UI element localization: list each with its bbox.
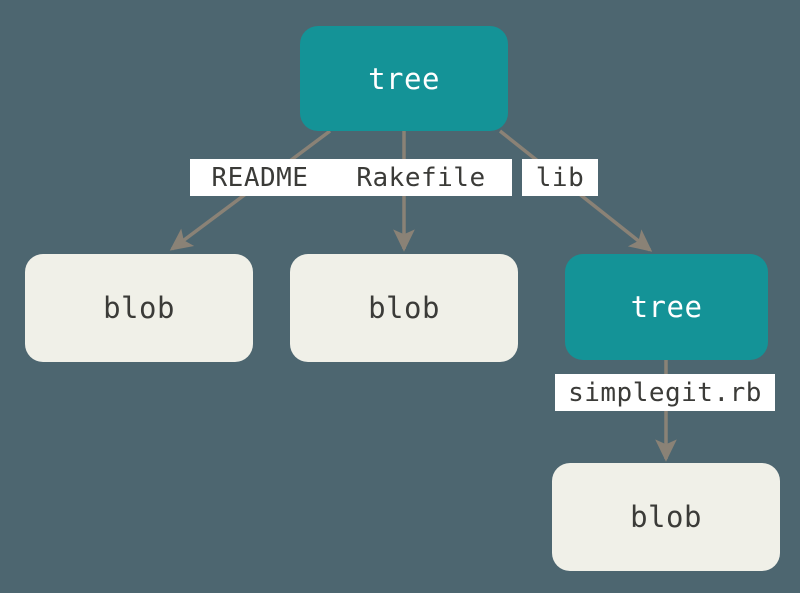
node-blob-readme[interactable]: blob: [25, 254, 253, 362]
node-lib-tree[interactable]: tree: [565, 254, 768, 360]
node-blob-rakefile[interactable]: blob: [290, 254, 518, 362]
node-root-tree[interactable]: tree: [300, 26, 508, 131]
node-label: blob: [630, 500, 702, 534]
node-label: tree: [630, 290, 703, 324]
node-label: blob: [103, 291, 175, 325]
edge-label-simplegit: simplegit.rb: [555, 374, 775, 411]
edge-label-readme: README: [190, 159, 330, 196]
node-label: tree: [368, 61, 440, 96]
node-blob-simplegit[interactable]: blob: [552, 463, 780, 571]
node-label: blob: [368, 291, 440, 325]
edge-label-lib: lib: [522, 159, 598, 196]
edge-label-rakefile: Rakefile: [330, 159, 512, 196]
